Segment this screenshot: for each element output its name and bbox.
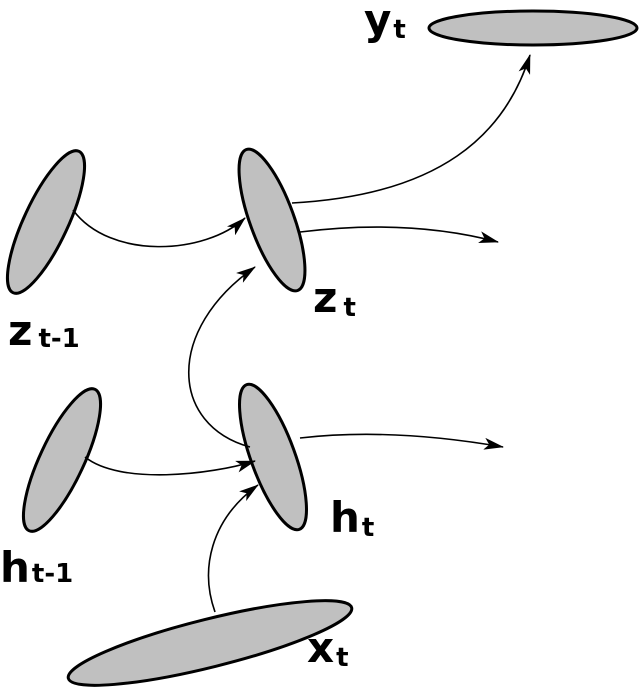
- node-z-t: [237, 147, 307, 293]
- edge-h-t-to-z-t: [188, 266, 256, 448]
- label-h-prev: ht-1: [0, 543, 73, 592]
- node-h-t: [238, 382, 308, 532]
- edge-z-t-out: [299, 226, 499, 243]
- edge-x-t-to-h-t: [207, 484, 259, 613]
- node-y-t: [427, 9, 639, 47]
- edge-h-t-out: [299, 433, 504, 450]
- edge-h-prev-to-h-t: [84, 456, 256, 476]
- edge-z-t-to-y-t: [291, 54, 531, 204]
- edge-z-prev-to-z-t: [72, 209, 246, 248]
- node-x-t: [66, 599, 354, 687]
- label-h-t: ht: [330, 493, 374, 543]
- label-y-t: yt: [364, 0, 406, 45]
- node-z-prev: [5, 149, 87, 295]
- label-x-t: xt: [307, 623, 349, 673]
- node-h-prev: [21, 387, 103, 533]
